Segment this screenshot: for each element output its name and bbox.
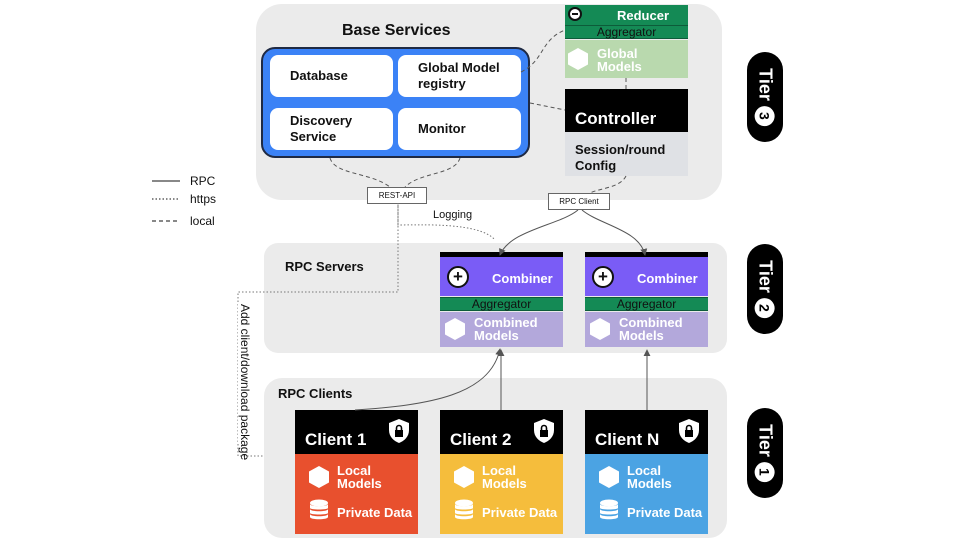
database-icon	[455, 499, 473, 520]
shield-lock-icon	[679, 419, 699, 443]
tier-3-badge: Tier3	[747, 52, 783, 142]
controller-title: Controller	[575, 109, 657, 128]
base-services-title: Base Services	[342, 22, 451, 39]
client-n-body: Local Models Private Data	[585, 454, 708, 534]
combiner-1-aggregator: Aggregator	[440, 297, 563, 311]
client-1-models: Local Models	[337, 463, 382, 491]
hexagon-icon	[590, 318, 610, 340]
client-2[interactable]: Client 2 Local Models Private Data	[440, 410, 563, 534]
shield-lock-icon	[389, 419, 409, 443]
combiner-1-title: Combiner	[492, 271, 553, 286]
combiner-2-aggregator: Aggregator	[585, 297, 708, 311]
registry-box[interactable]: Global Model registry	[398, 55, 521, 97]
combiner-2-models: Combined Models	[619, 315, 683, 343]
client-n-data: Private Data	[627, 505, 703, 520]
database-icon	[600, 499, 618, 520]
database-icon	[310, 499, 328, 520]
plus-icon: +	[592, 266, 614, 288]
client-2-body: Local Models Private Data	[440, 454, 563, 534]
hexagon-icon	[568, 48, 588, 70]
client-2-data: Private Data	[482, 505, 558, 520]
monitor-box[interactable]: Monitor	[398, 108, 521, 150]
hexagon-icon	[445, 318, 465, 340]
reducer-title: Reducer	[617, 8, 670, 23]
tier-1-badge: Tier1	[747, 408, 783, 498]
session-config-box: Session/round Config	[565, 132, 688, 176]
minus-icon	[568, 7, 582, 21]
client-1-title: Client 1	[305, 430, 367, 449]
global-models-label: Global Models	[597, 46, 642, 74]
rest-api-label: REST-API	[367, 187, 427, 204]
combiner-2[interactable]: + Combiner Aggregator Combined Models	[585, 252, 708, 347]
global-models-box: Global Models	[565, 40, 688, 78]
client-n-models: Local Models	[627, 463, 672, 491]
tier-2-badge: Tier2	[747, 244, 783, 334]
client-n[interactable]: Client N Local Models Private Data	[585, 410, 708, 534]
add-client-label: Add client/download package	[238, 304, 252, 461]
hexagon-icon	[599, 466, 619, 488]
shield-lock-icon	[534, 419, 554, 443]
reducer-aggregator: Aggregator	[565, 25, 688, 39]
rpc-clients-title: RPC Clients	[278, 386, 353, 401]
combiner-1[interactable]: + Combiner Aggregator Combined Models	[440, 252, 563, 347]
client-1-body: Local Models Private Data	[295, 454, 418, 534]
reducer-header[interactable]: Reducer	[565, 5, 688, 25]
combiner-1-models: Combined Models	[474, 315, 538, 343]
plus-icon: +	[447, 266, 469, 288]
client-2-title: Client 2	[450, 430, 512, 449]
client-1[interactable]: Client 1 Local Models Private Data	[295, 410, 418, 534]
discovery-box[interactable]: Discovery Service	[270, 108, 393, 150]
logging-label: Logging	[433, 209, 473, 221]
controller-box[interactable]: Controller	[565, 89, 688, 132]
client-1-data: Private Data	[337, 505, 413, 520]
combiner-2-title: Combiner	[637, 271, 698, 286]
hexagon-icon	[309, 466, 329, 488]
client-2-models: Local Models	[482, 463, 527, 491]
rpc-servers-title: RPC Servers	[285, 259, 364, 274]
legend-rpc: RPC	[190, 174, 216, 188]
legend-https: https	[190, 192, 217, 206]
client-n-title: Client N	[595, 430, 660, 449]
database-box[interactable]: Database	[270, 55, 393, 97]
rpc-client-label: RPC Client	[548, 193, 610, 210]
legend-local: local	[190, 214, 215, 228]
hexagon-icon	[454, 466, 474, 488]
session-config-label: Session/round Config	[575, 142, 666, 173]
